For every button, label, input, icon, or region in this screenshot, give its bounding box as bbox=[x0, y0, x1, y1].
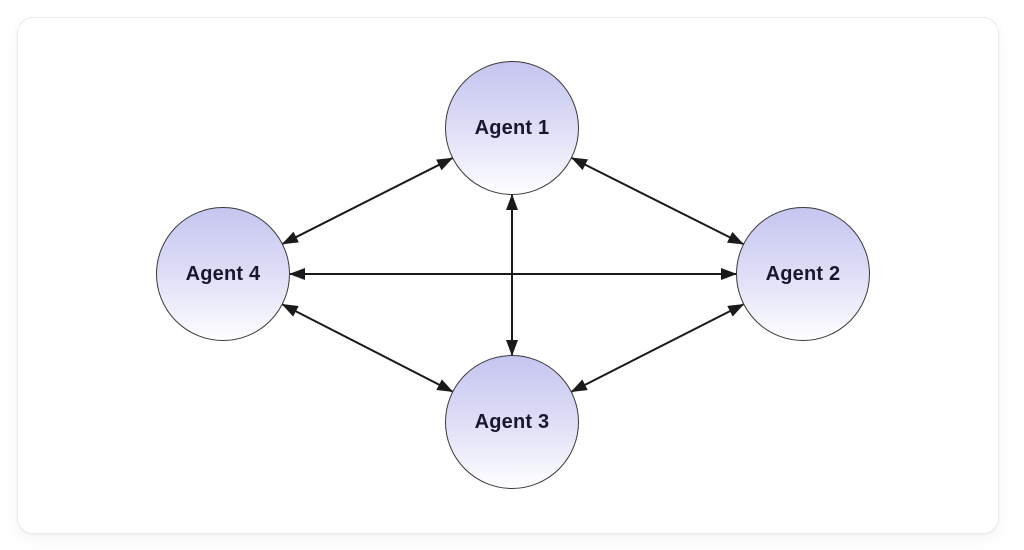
node-agent-3-label: Agent 3 bbox=[474, 410, 550, 433]
node-agent-1: Agent 1 bbox=[445, 61, 579, 195]
edge-agent1-agent4 bbox=[281, 157, 454, 245]
node-agent-1-label: Agent 1 bbox=[474, 116, 550, 139]
edge-agent4-agent3 bbox=[281, 303, 454, 393]
node-agent-2: Agent 2 bbox=[736, 207, 870, 341]
edge-agent1-agent2 bbox=[571, 157, 744, 245]
diagram-card: Agent 1 Agent 2 Agent 3 Agent 4 bbox=[17, 17, 999, 534]
node-agent-2-label: Agent 2 bbox=[765, 262, 841, 285]
node-agent-3: Agent 3 bbox=[445, 355, 579, 489]
edge-agent3-agent2 bbox=[570, 303, 745, 393]
edges-layer bbox=[281, 157, 745, 393]
node-agent-4: Agent 4 bbox=[156, 207, 290, 341]
node-agent-4-label: Agent 4 bbox=[185, 262, 261, 285]
